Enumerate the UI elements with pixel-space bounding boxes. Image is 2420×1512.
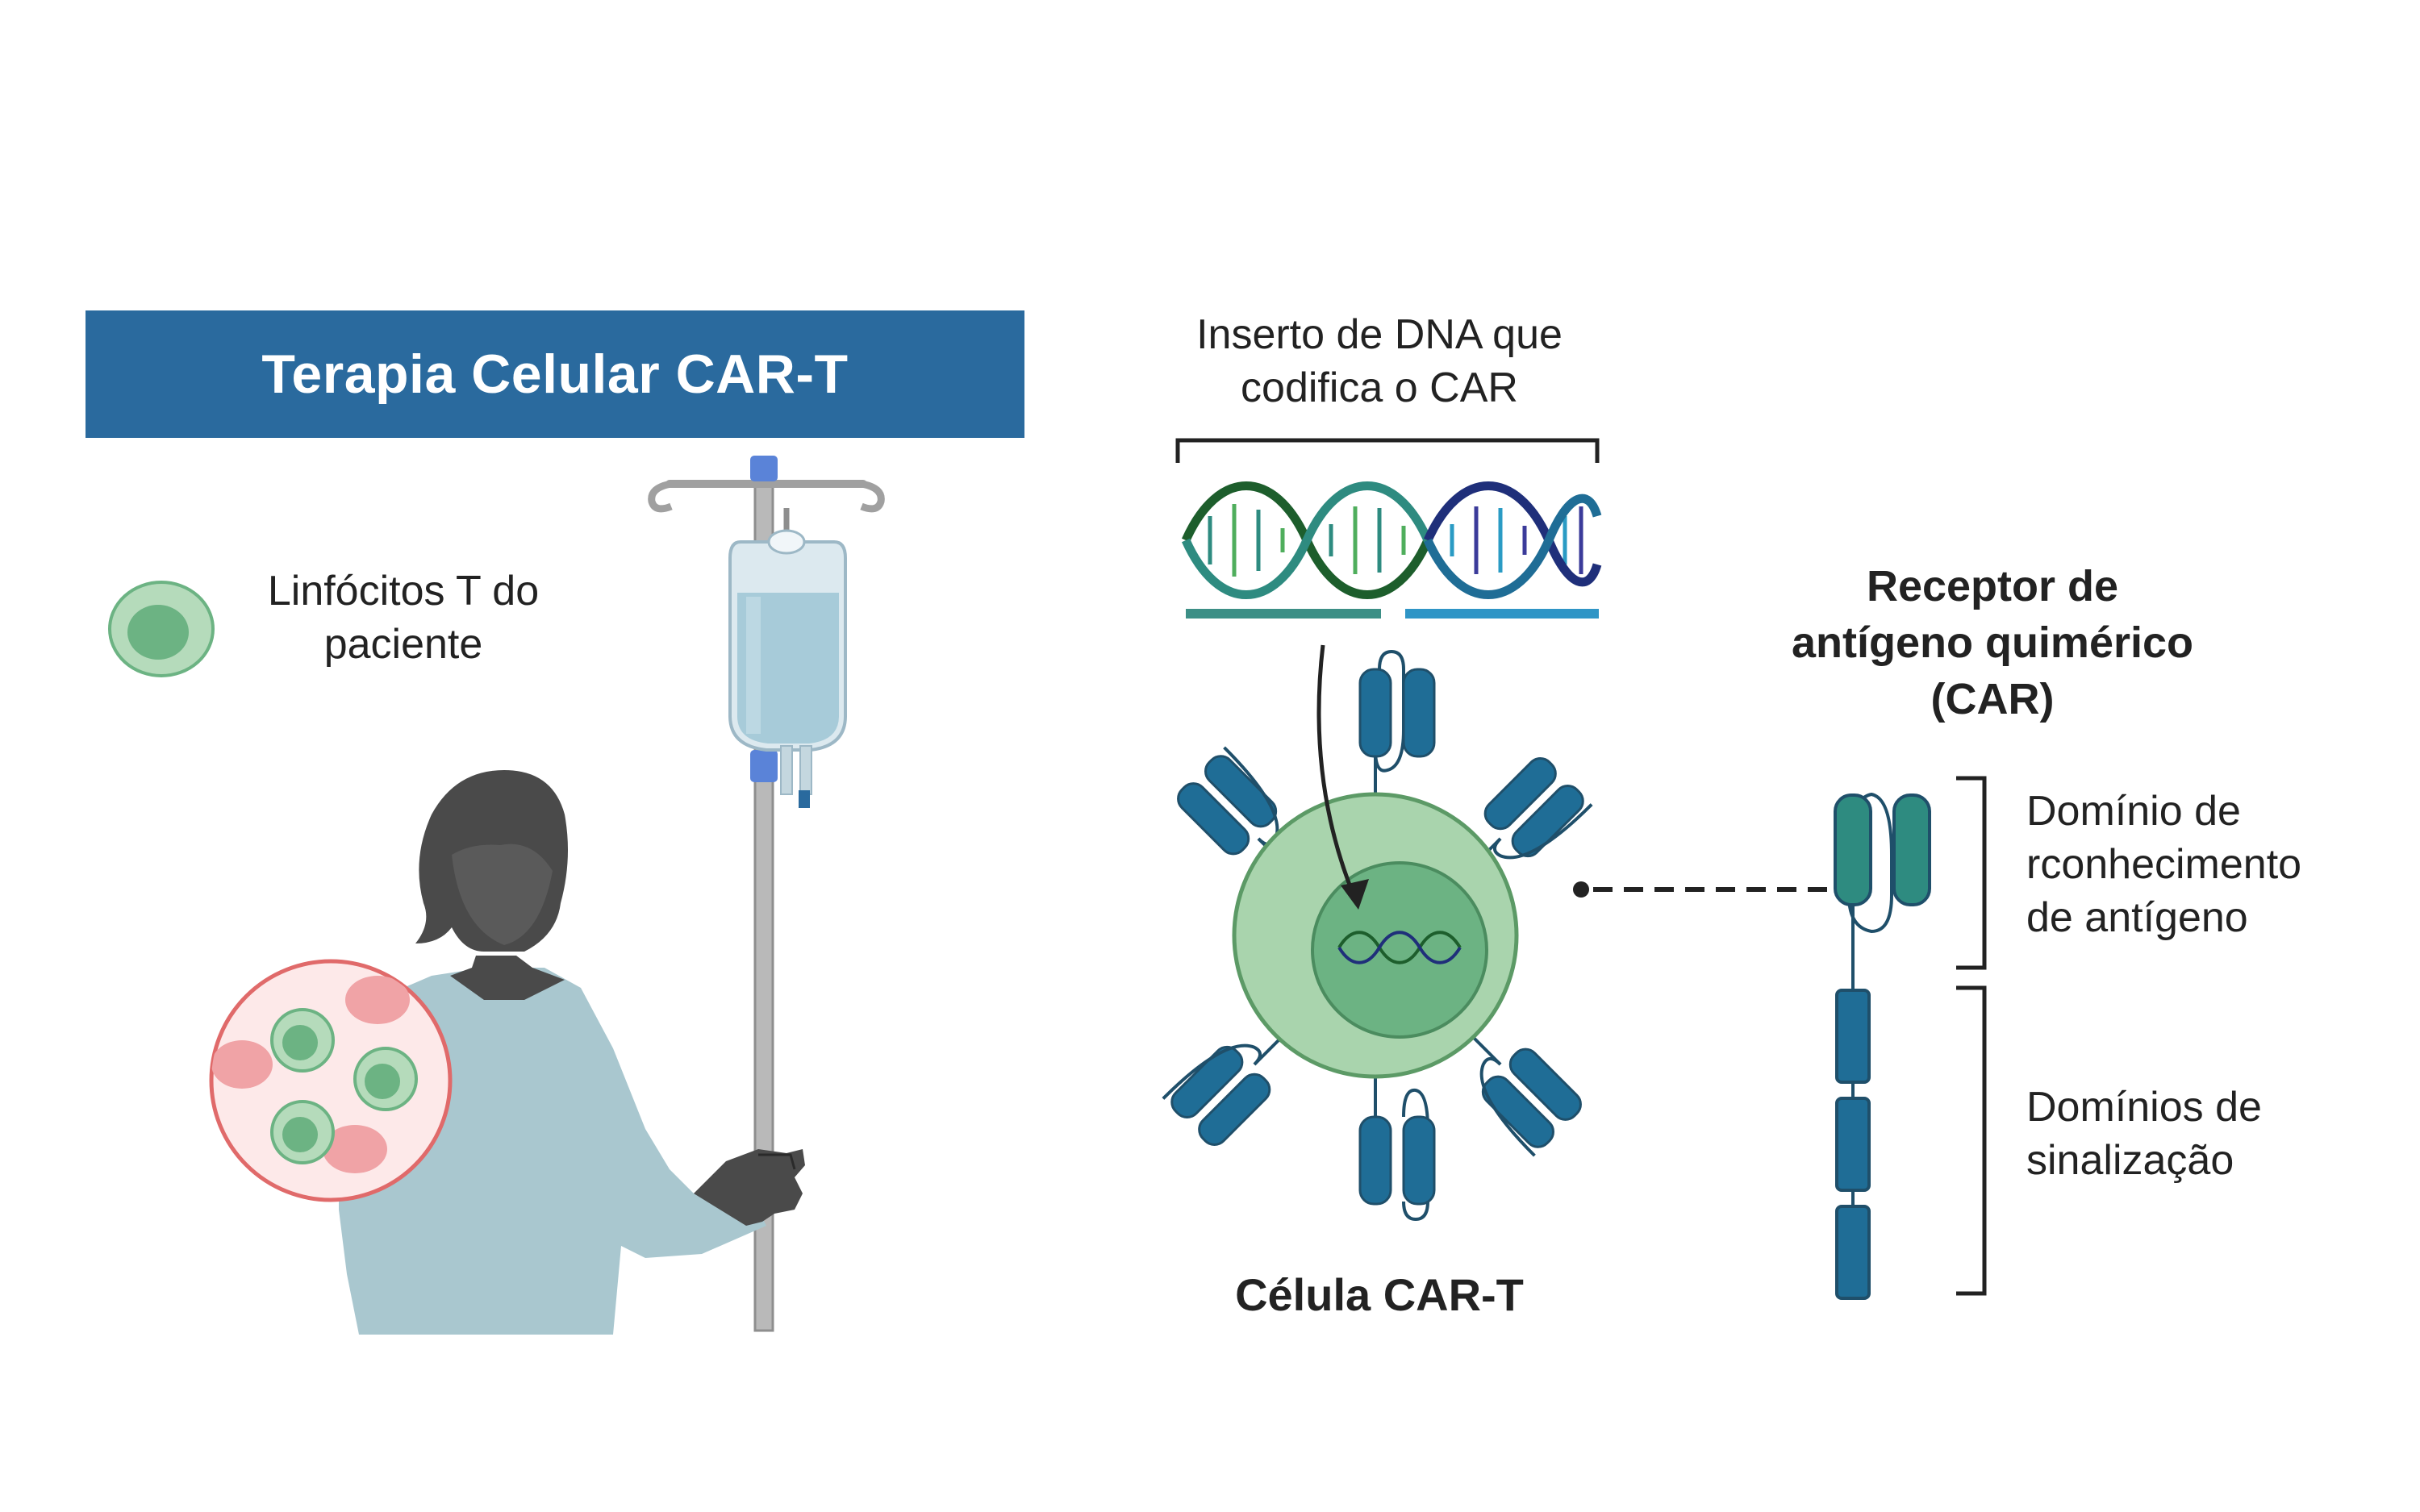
nucleus-dna [1337,931,1462,964]
receptor-bottom [1358,1063,1436,1222]
car-t-cell-label: Célula CAR-T [1235,1269,1524,1320]
receptor-bottom-right [1459,1023,1582,1157]
car-heading-line1: Receptor de [1866,562,2119,610]
dna-insert-label-line2: codifica o CAR [1241,364,1518,411]
blood-magnifier [209,959,453,1202]
recognition-domain-line2: rconhecimento [2026,841,2302,888]
dna-bracket [1175,438,1600,463]
recognition-bracket [1956,776,1987,970]
signaling-bracket [1956,985,1987,1296]
patient-figure [339,770,805,1335]
iv-pole [648,456,885,1332]
legend-label: Linfócitos T do paciente [234,564,573,671]
car-heading-line3: (CAR) [1930,675,2055,723]
car-t-cell [1162,644,1593,1222]
car-heading-line2: antígeno quimérico [1791,619,2194,667]
legend-label-line2: paciente [323,621,483,668]
dna-insert-label-line1: Inserto de DNA que [1196,311,1563,358]
receptor-bottom-left [1162,1023,1296,1146]
car-heading: Receptor de antígeno quimérico (CAR) [1734,558,2251,727]
dna-helix [1181,481,1602,619]
receptor-top-left [1177,746,1300,880]
title-banner: Terapia Celular CAR-T [86,310,1024,438]
signaling-domains-label: Domínios de sinalização [2026,1081,2414,1187]
iv-bag [728,529,847,808]
signaling-domains-line2: sinalização [2026,1137,2234,1184]
dashed-connector [1573,881,1847,898]
recognition-domain-line3: de antígeno [2026,894,2248,941]
recognition-domain-line1: Domínio de [2026,788,2241,835]
diagram-title: Terapia Celular CAR-T [261,344,849,405]
legend-label-line1: Linfócitos T do [267,568,540,614]
receptor-top [1358,649,1436,839]
signaling-domains-line1: Domínios de [2026,1084,2262,1131]
dna-insert-label: Inserto de DNA que codifica o CAR [1137,308,1621,414]
car-receptor-detail [1834,792,1931,1300]
recognition-domain-label: Domínio de rconhecimento de antígeno [2026,785,2414,944]
receptor-top-right [1459,757,1593,880]
t-cell-legend-icon [108,581,215,677]
